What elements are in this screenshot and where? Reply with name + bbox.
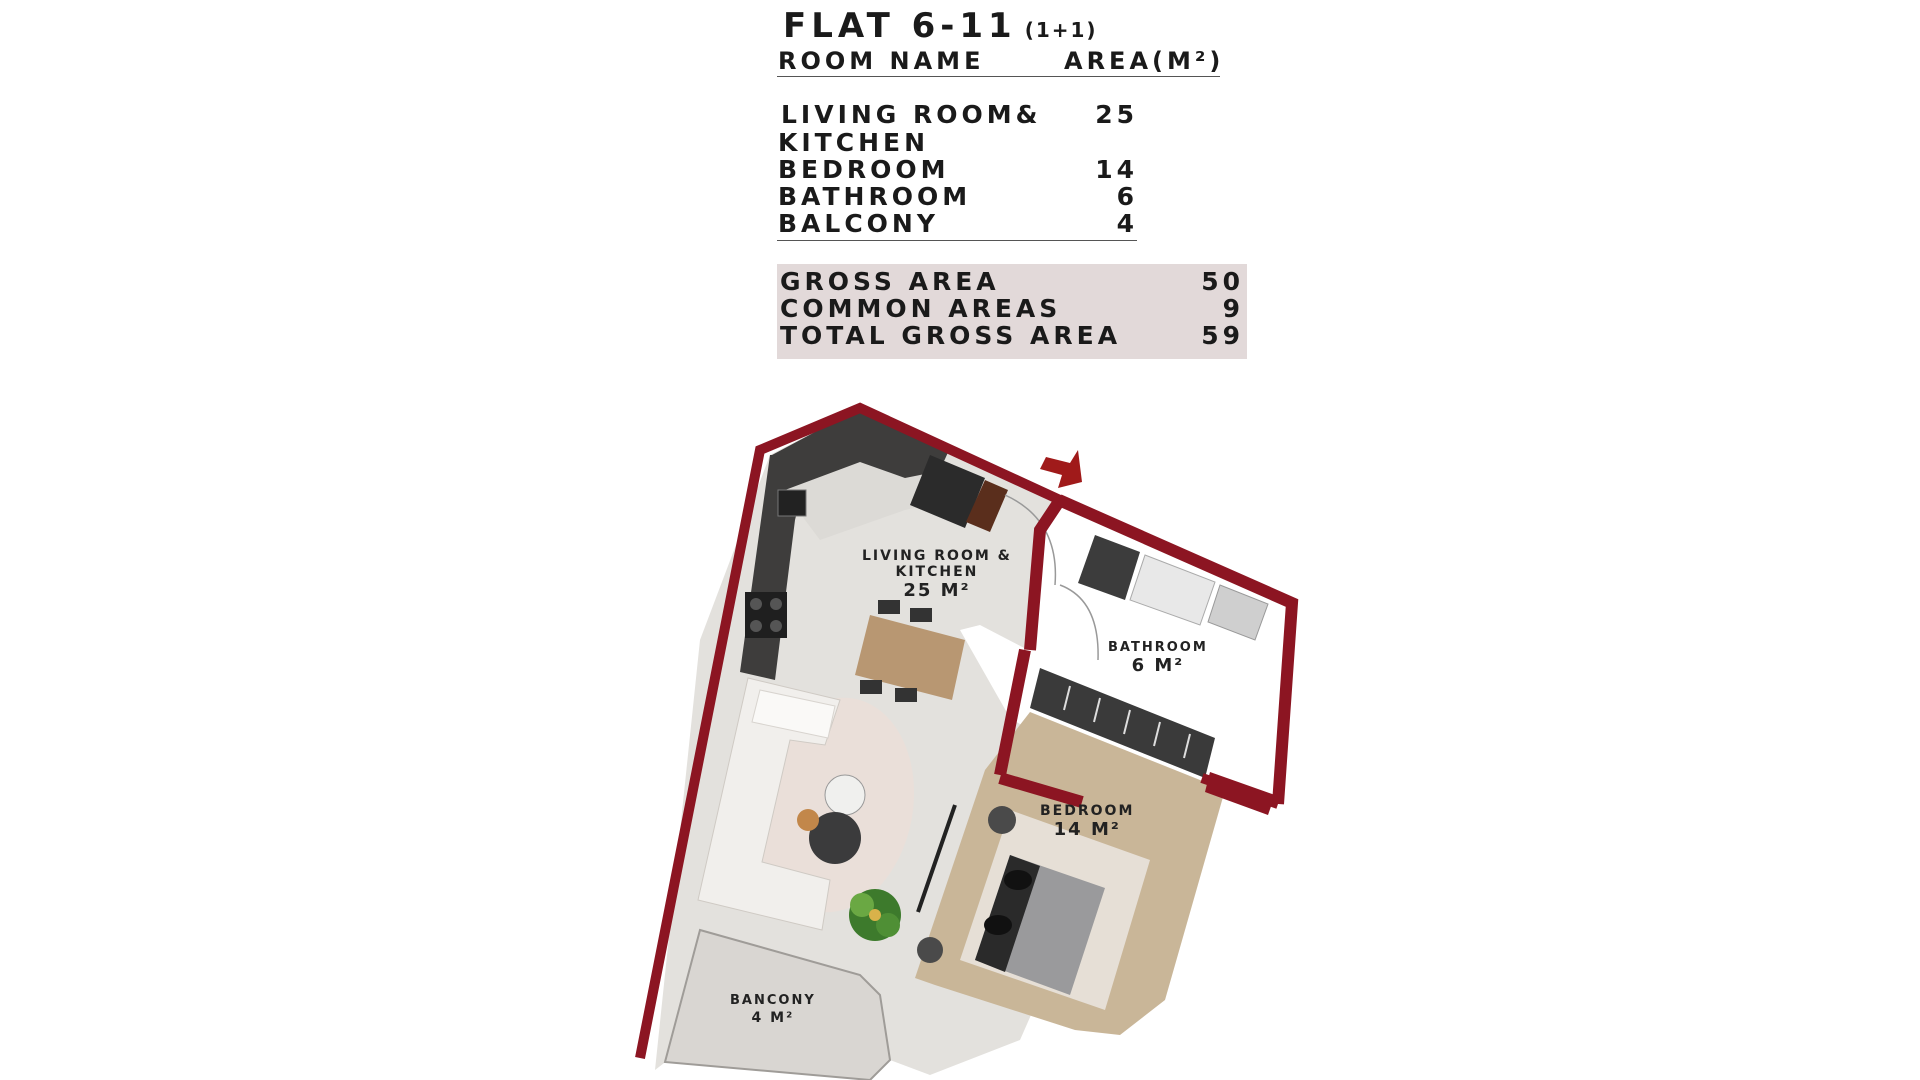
label-balcony: BANCONY 4 M²	[730, 993, 816, 1027]
label-balcony-area: 4 M²	[751, 1010, 795, 1026]
label-living-area: 25 M²	[903, 580, 971, 601]
wall-stub	[1205, 772, 1275, 815]
label-bathroom-area: 6 M²	[1131, 655, 1185, 676]
sink-icon	[777, 489, 807, 517]
stove-icon	[745, 592, 787, 638]
balcony-floor	[663, 928, 892, 1080]
room-area-living: 25	[1095, 100, 1138, 129]
label-bedroom: BEDROOM 14 M²	[1040, 803, 1134, 841]
dining-table	[855, 600, 965, 702]
coffee-table	[809, 812, 861, 864]
nightstand-bottom	[917, 937, 943, 963]
label-living-line2: KITCHEN	[895, 564, 979, 580]
nightstand-top	[988, 806, 1016, 834]
label-bedroom-name: BEDROOM	[1040, 803, 1135, 819]
room-name-bedroom: BEDROOM	[778, 155, 950, 184]
stool	[797, 809, 819, 831]
header-rule	[777, 76, 1220, 77]
flat-type: (1+1)	[1024, 18, 1098, 42]
wardrobe	[1030, 668, 1215, 778]
label-living-line1: LIVING ROOM &	[862, 548, 1012, 564]
label-balcony-name: BANCONY	[730, 993, 816, 1008]
fridge-icon	[910, 455, 985, 528]
total-area-common: 9	[1222, 294, 1244, 323]
total-name-gross: GROSS AREA	[780, 267, 1000, 296]
room-name-living-line2: KITCHEN	[778, 128, 929, 157]
room-name-living-line1: LIVING ROOM&	[781, 100, 1042, 129]
bathroom-fixtures	[1059, 535, 1269, 661]
flat-title: FLAT 6-11 (1+1)	[783, 6, 1098, 46]
exterior-wall-right	[1056, 494, 1299, 805]
bed-icon	[975, 855, 1105, 995]
total-name-common: COMMON AREAS	[780, 294, 1062, 323]
total-name-total-gross: TOTAL GROSS AREA	[780, 321, 1122, 350]
total-area-gross: 50	[1201, 267, 1244, 296]
counter-floor-patch	[785, 462, 950, 540]
header-room-name: ROOM NAME	[778, 47, 985, 75]
gross-area-box	[777, 264, 1247, 359]
label-bathroom: BATHROOM 6 M²	[1108, 640, 1208, 676]
rooms-rule	[777, 240, 1137, 241]
flat-number: FLAT 6-11	[783, 6, 1017, 46]
sofa-icon	[697, 677, 841, 931]
bedroom-sliding-door	[916, 804, 957, 913]
plant-icon	[849, 889, 901, 941]
label-bedroom-area: 14 M²	[1053, 819, 1121, 840]
room-name-bathroom: BATHROOM	[778, 182, 972, 211]
tall-cabinet	[966, 480, 1008, 532]
entry-arrow-icon	[1040, 450, 1082, 488]
side-table	[824, 774, 866, 816]
room-area-bathroom: 6	[1116, 182, 1138, 211]
total-area-total-gross: 59	[1201, 321, 1244, 350]
label-living: LIVING ROOM & KITCHEN 25 M²	[862, 548, 1012, 602]
label-bathroom-name: BATHROOM	[1108, 640, 1208, 655]
room-area-bedroom: 14	[1095, 155, 1138, 184]
room-area-balcony: 4	[1116, 209, 1138, 238]
room-name-balcony: BALCONY	[778, 209, 939, 238]
header-area: AREA(M²)	[1064, 47, 1225, 75]
